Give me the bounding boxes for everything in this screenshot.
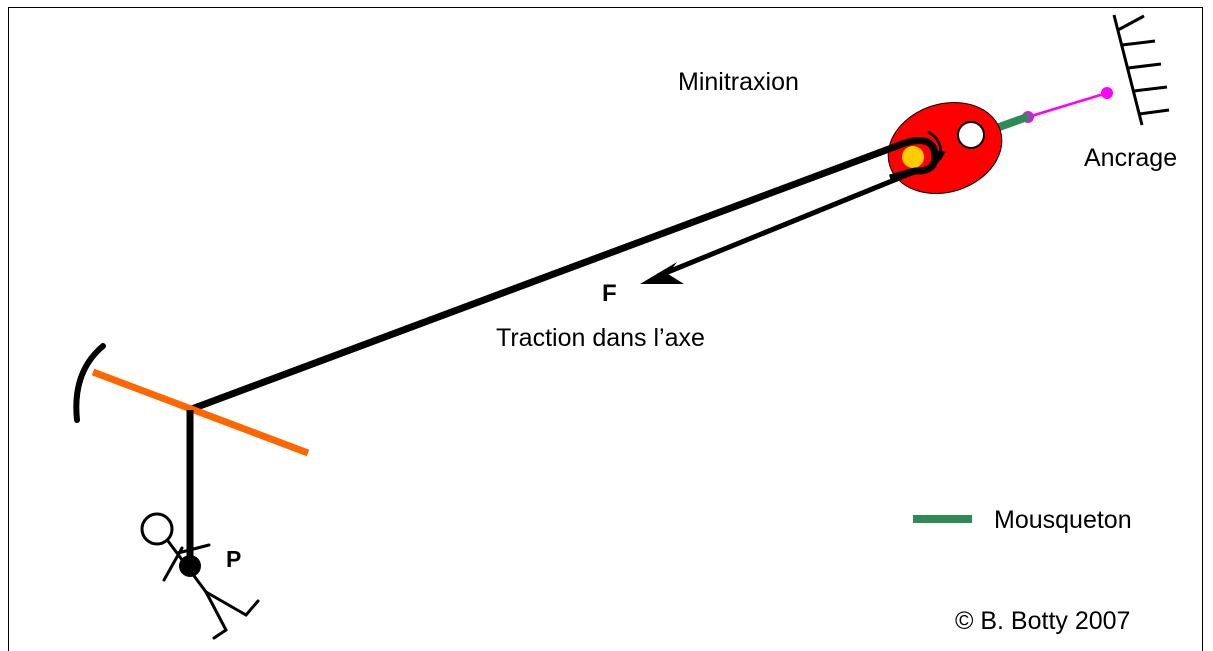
copyright-label: © B. Botty 2007: [955, 607, 1131, 635]
rope: [187, 137, 939, 414]
diagram-frame: [8, 7, 1203, 651]
ancrage-label: Ancrage: [1084, 144, 1178, 172]
anchor-icon: [1112, 14, 1170, 126]
person-label: P: [226, 546, 242, 572]
minitraxion-label: Minitraxion: [678, 68, 799, 96]
person-icon: [140, 512, 260, 640]
legend-mousqueton-label: Mousqueton: [994, 506, 1132, 534]
force-arrow: [640, 169, 915, 284]
traction-label: Traction dans l’axe: [496, 324, 705, 352]
attachment-point: [179, 555, 201, 577]
force-label: F: [602, 280, 617, 307]
anchor-sling: [1022, 87, 1113, 123]
deflector-icon: [73, 343, 310, 457]
